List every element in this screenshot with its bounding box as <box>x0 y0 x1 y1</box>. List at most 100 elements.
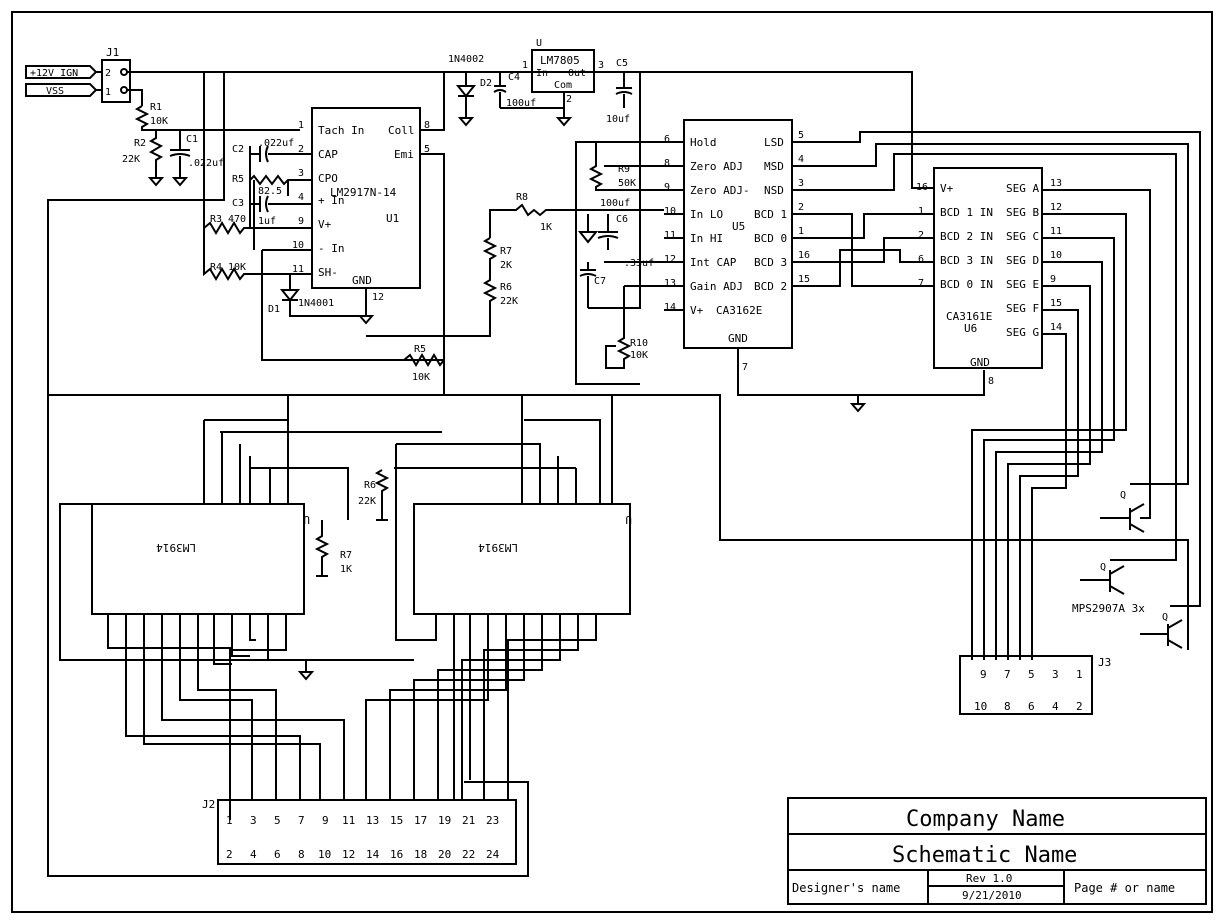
svg-text:12: 12 <box>342 848 355 861</box>
svg-text:Hold: Hold <box>690 136 717 149</box>
svg-text:5: 5 <box>274 814 281 827</box>
connector-j1: J1 2 1 <box>101 46 131 103</box>
svg-text:14: 14 <box>366 848 380 861</box>
svg-text:2: 2 <box>566 94 572 105</box>
svg-text:10: 10 <box>292 240 304 251</box>
svg-text:3: 3 <box>798 178 804 189</box>
svg-text:In: In <box>536 68 548 79</box>
svg-text:7: 7 <box>298 814 305 827</box>
svg-text:V+: V+ <box>690 304 704 317</box>
svg-text:9: 9 <box>980 668 987 681</box>
svg-text:9: 9 <box>322 814 329 827</box>
svg-text:11: 11 <box>664 230 676 241</box>
svg-text:Int CAP: Int CAP <box>690 256 737 269</box>
svg-text:10K: 10K <box>630 350 648 361</box>
svg-text:10uf: 10uf <box>606 114 630 125</box>
svg-text:9: 9 <box>1050 274 1056 285</box>
svg-text:SEG E: SEG E <box>1006 278 1039 291</box>
svg-text:2: 2 <box>298 144 304 155</box>
svg-text:11: 11 <box>342 814 355 827</box>
resistor-r1 <box>134 105 300 131</box>
svg-text:C1: C1 <box>186 134 198 145</box>
company-name: Company Name <box>906 807 1065 832</box>
svg-text:12: 12 <box>1050 202 1062 213</box>
svg-text:7: 7 <box>742 362 748 373</box>
svg-text:R10: R10 <box>630 338 648 349</box>
svg-text:3: 3 <box>1052 668 1059 681</box>
svg-text:VSS: VSS <box>46 86 64 97</box>
date: 9/21/2010 <box>962 889 1022 902</box>
svg-text:U5: U5 <box>732 220 745 233</box>
svg-text:9: 9 <box>664 182 670 193</box>
svg-text:15: 15 <box>798 274 810 285</box>
designer-name: Designer's name <box>792 881 900 895</box>
svg-text:22K: 22K <box>358 496 376 507</box>
svg-text:R6: R6 <box>364 480 376 491</box>
svg-text:Com: Com <box>554 80 572 91</box>
svg-text:16: 16 <box>916 182 928 193</box>
svg-text:50K: 50K <box>618 178 636 189</box>
svg-text:- In: - In <box>318 242 345 255</box>
svg-text:24: 24 <box>486 848 500 861</box>
svg-text:In LO: In LO <box>690 208 723 221</box>
svg-text:8: 8 <box>988 376 994 387</box>
svg-text:17: 17 <box>414 814 427 827</box>
svg-text:R5: R5 <box>232 174 244 185</box>
connector-j2: J2 1 3 5 7 9 11 13 15 17 19 21 23 2 4 6 … <box>202 798 517 865</box>
svg-text:3: 3 <box>598 60 604 71</box>
transistor-q1: Q <box>1100 490 1145 533</box>
svg-text:SEG D: SEG D <box>1006 254 1039 267</box>
svg-text:1: 1 <box>918 206 924 217</box>
svg-text:C7: C7 <box>594 276 606 287</box>
svg-text:Coll: Coll <box>388 124 415 137</box>
svg-text:22K: 22K <box>500 296 518 307</box>
svg-text:6: 6 <box>274 848 281 861</box>
svg-text:C5: C5 <box>616 58 628 69</box>
svg-text:V+: V+ <box>940 182 954 195</box>
svg-text:1: 1 <box>522 60 528 71</box>
svg-text:11: 11 <box>1050 226 1062 237</box>
svg-text:MSD: MSD <box>764 160 784 173</box>
svg-text:4: 4 <box>1052 700 1059 713</box>
svg-text:10K: 10K <box>228 262 246 273</box>
svg-text:R1: R1 <box>150 102 162 113</box>
svg-text:10K: 10K <box>150 116 168 127</box>
svg-text:CPO: CPO <box>318 172 338 185</box>
svg-text:NSD: NSD <box>764 184 784 197</box>
svg-text:R7: R7 <box>340 550 352 561</box>
svg-text:J3: J3 <box>1098 656 1111 669</box>
svg-text:14: 14 <box>1050 322 1062 333</box>
ic-lm3914-left: U LM3914 <box>91 503 310 615</box>
svg-text:2: 2 <box>1076 700 1083 713</box>
page-name: Page # or name <box>1074 881 1175 895</box>
svg-text:SEG F: SEG F <box>1006 302 1039 315</box>
svg-text:2: 2 <box>105 68 111 79</box>
svg-text:Q: Q <box>1162 612 1168 623</box>
svg-text:4: 4 <box>250 848 257 861</box>
connector-j3: J3 9 7 5 3 1 10 8 6 4 2 <box>959 655 1111 715</box>
svg-text:Q: Q <box>1100 562 1106 573</box>
svg-text:Gain ADJ: Gain ADJ <box>690 280 743 293</box>
svg-text:Zero ADJ: Zero ADJ <box>690 160 743 173</box>
svg-text:CAP: CAP <box>318 148 338 161</box>
svg-text:In HI: In HI <box>690 232 723 245</box>
ic-u5-ca3162: Hold Zero ADJ Zero ADJ- In LO In HI Int … <box>664 119 810 373</box>
sheet-border <box>11 11 1213 913</box>
input-vss: VSS <box>25 83 98 97</box>
svg-text:C2: C2 <box>232 144 244 155</box>
svg-text:V+: V+ <box>318 218 332 231</box>
svg-text:LSD: LSD <box>764 136 784 149</box>
svg-text:4: 4 <box>298 192 304 203</box>
svg-text:6: 6 <box>918 254 924 265</box>
svg-text:13: 13 <box>664 278 676 289</box>
svg-text:3: 3 <box>250 814 257 827</box>
svg-text:Tach In: Tach In <box>318 124 364 137</box>
svg-text:R7: R7 <box>500 246 512 257</box>
svg-text:CA3161E: CA3161E <box>946 310 992 323</box>
svg-text:Emi: Emi <box>394 148 414 161</box>
svg-text:SEG A: SEG A <box>1006 182 1039 195</box>
svg-text:100uf: 100uf <box>506 98 536 109</box>
svg-text:22: 22 <box>462 848 475 861</box>
svg-text:GND: GND <box>728 332 748 345</box>
svg-text:R5: R5 <box>414 344 426 355</box>
